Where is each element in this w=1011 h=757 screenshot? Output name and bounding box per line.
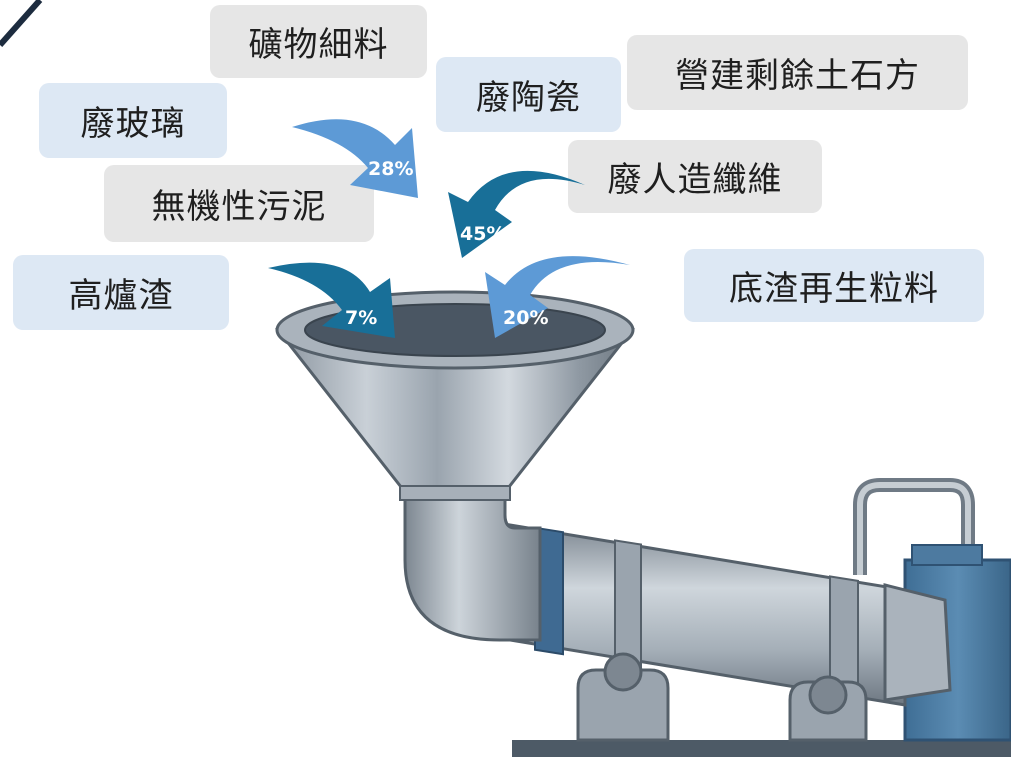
ground-base (512, 740, 1011, 757)
label-waste-artificial-fiber: 廢人造纖維 (568, 140, 822, 213)
label-waste-ceramics: 廢陶瓷 (436, 57, 621, 132)
label-waste-glass: 廢玻璃 (39, 83, 227, 158)
label-inorganic-sludge: 無機性污泥 (104, 165, 374, 242)
arrow-20-percent: 20% (485, 256, 630, 338)
arrow-45-percent-label: 45% (460, 223, 505, 245)
kiln-supports (576, 652, 868, 742)
arrow-28-percent-label: 28% (368, 158, 413, 180)
arrow-7-percent: 7% (268, 262, 395, 338)
arrow-45-percent: 45% (448, 170, 585, 258)
rotary-kiln-tube (508, 523, 952, 707)
label-bottom-ash-aggregate: 底渣再生粒料 (684, 249, 984, 322)
funnel-neck (399, 485, 511, 501)
elbow-pipe (403, 493, 542, 642)
arrow-7-percent-label: 7% (345, 307, 377, 329)
label-blast-furnace-slag: 高爐渣 (13, 255, 229, 330)
label-construction-surplus: 營建剩餘土石方 (627, 35, 968, 110)
arrow-28-percent: 28% (292, 119, 418, 198)
arrow-20-percent-label: 20% (503, 307, 548, 329)
corner-line-decoration (0, 0, 43, 47)
label-mineral-fines: 礦物細料 (210, 5, 427, 78)
